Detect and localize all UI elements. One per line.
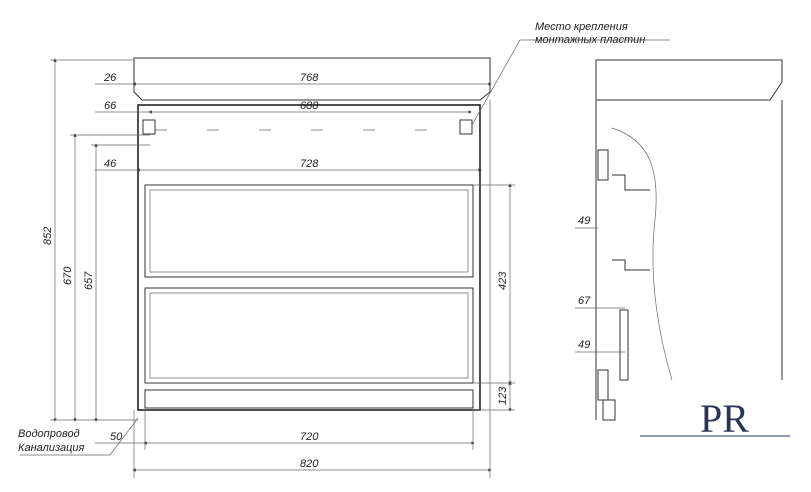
dim-total-height: 852 <box>42 227 54 245</box>
dimension-labels: 26 768 66 688 46 728 50 720 820 852 670 … <box>18 21 645 470</box>
dim-side-middle: 67 <box>578 295 591 307</box>
dim-bottom-offset: 50 <box>110 431 123 443</box>
side-view <box>575 59 783 421</box>
label-sewage: Канализация <box>18 442 84 454</box>
dim-plinth-height: 123 <box>497 386 509 405</box>
front-view <box>20 39 670 478</box>
dim-inner-offset: 46 <box>104 158 117 170</box>
bottom-drawer-front <box>149 292 469 379</box>
dim-mounting-distance: 688 <box>300 100 319 112</box>
side-curve <box>611 127 673 381</box>
side-basin <box>595 59 783 101</box>
top-drawer <box>144 184 474 278</box>
logo-text: PR <box>700 396 749 441</box>
basin-outline <box>133 57 491 101</box>
label-mounting-plates-1: Место крепления <box>535 21 628 33</box>
bottom-drawer <box>144 287 474 384</box>
label-water-supply: Водопровод <box>18 428 80 440</box>
mounting-plate-right <box>459 119 473 135</box>
plinth <box>144 389 474 409</box>
mounting-plate-left <box>142 119 156 135</box>
dim-side-top: 49 <box>578 215 590 227</box>
top-drawer-front <box>149 189 469 273</box>
label-mounting-plates-2: монтажных пластин <box>535 34 645 46</box>
dim-side-overhang: 26 <box>103 72 117 84</box>
dim-inner-width: 728 <box>300 158 319 170</box>
cabinet-body <box>137 104 481 411</box>
dim-total-width: 820 <box>300 458 319 470</box>
dim-water-height: 670 <box>62 266 74 285</box>
dim-plinth-width: 720 <box>300 431 319 443</box>
dim-drawers-height: 423 <box>497 271 509 290</box>
brand-logo: PR <box>640 396 790 441</box>
dim-drain-height: 657 <box>83 271 95 290</box>
dim-mounting-offset: 66 <box>104 100 117 112</box>
dim-side-bottom: 49 <box>578 339 590 351</box>
dim-front-width: 768 <box>300 72 319 84</box>
